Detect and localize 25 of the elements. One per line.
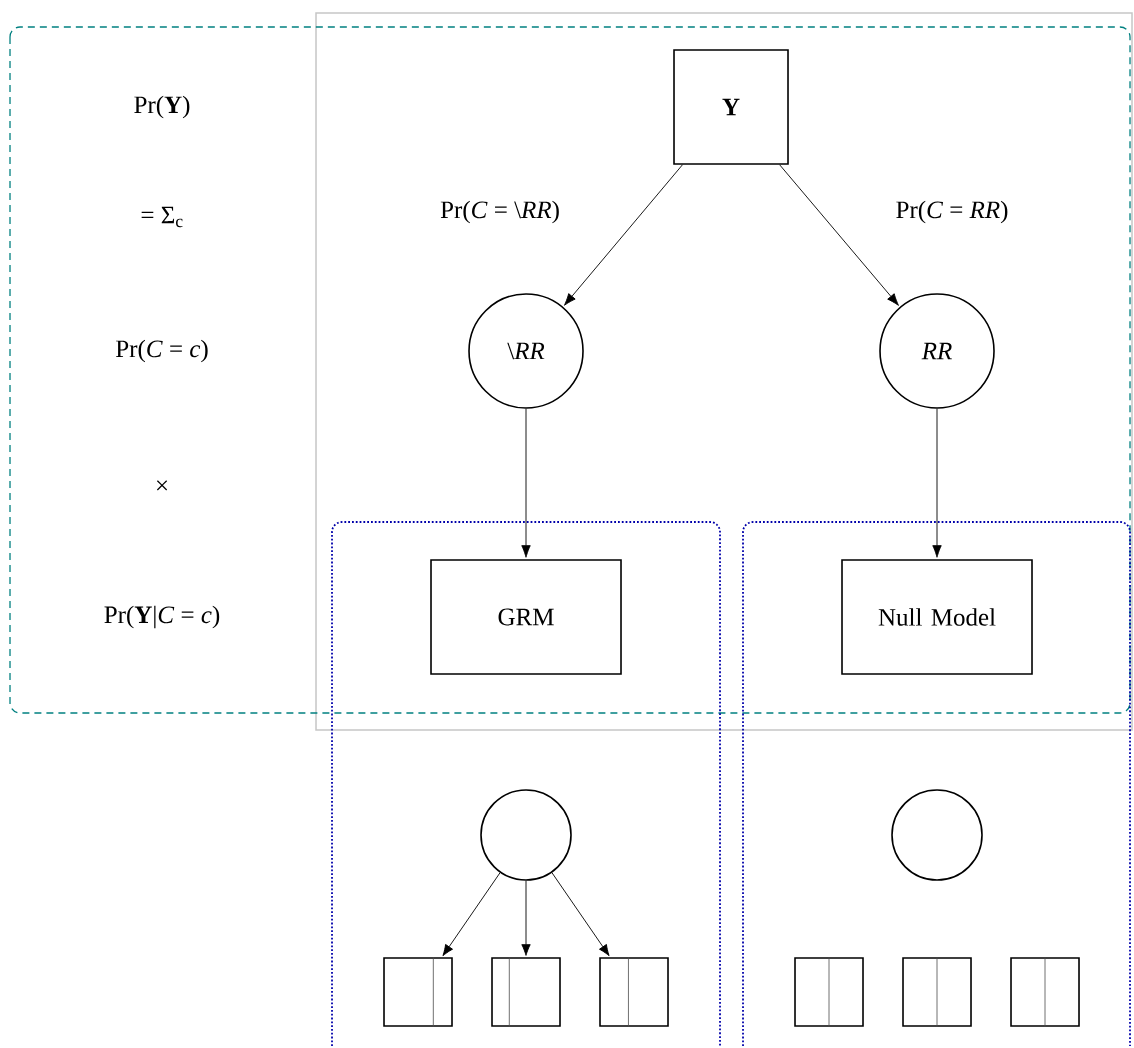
arrow [521,880,531,956]
arrow [932,408,942,558]
split-box [383,956,453,1028]
arrow [551,872,610,957]
latent-circle [891,789,983,881]
model-box: Null Model [841,559,1033,675]
equation-term: Pr(Y) [134,95,190,119]
split-box [794,956,864,1028]
equation-term: Pr(C = c) [116,339,208,363]
equation-term: Pr(Y|C = c) [104,605,220,629]
equation-term: = Σ$_{c}$ [141,206,183,228]
arrow [779,164,899,306]
arrow [442,872,501,957]
split-box [902,956,972,1028]
arrow [521,408,531,558]
split-box [599,956,669,1028]
split-box [1010,956,1080,1028]
arrow [564,164,683,306]
variable-box: Y [673,49,789,165]
edge-label: Pr(C = RR) [893,198,1011,226]
split-box [491,956,561,1028]
edge-label: Pr(C = \RR) [438,198,562,226]
model-box: GRM [430,559,622,675]
latent-circle [480,789,572,881]
equation-term: × [156,480,168,491]
